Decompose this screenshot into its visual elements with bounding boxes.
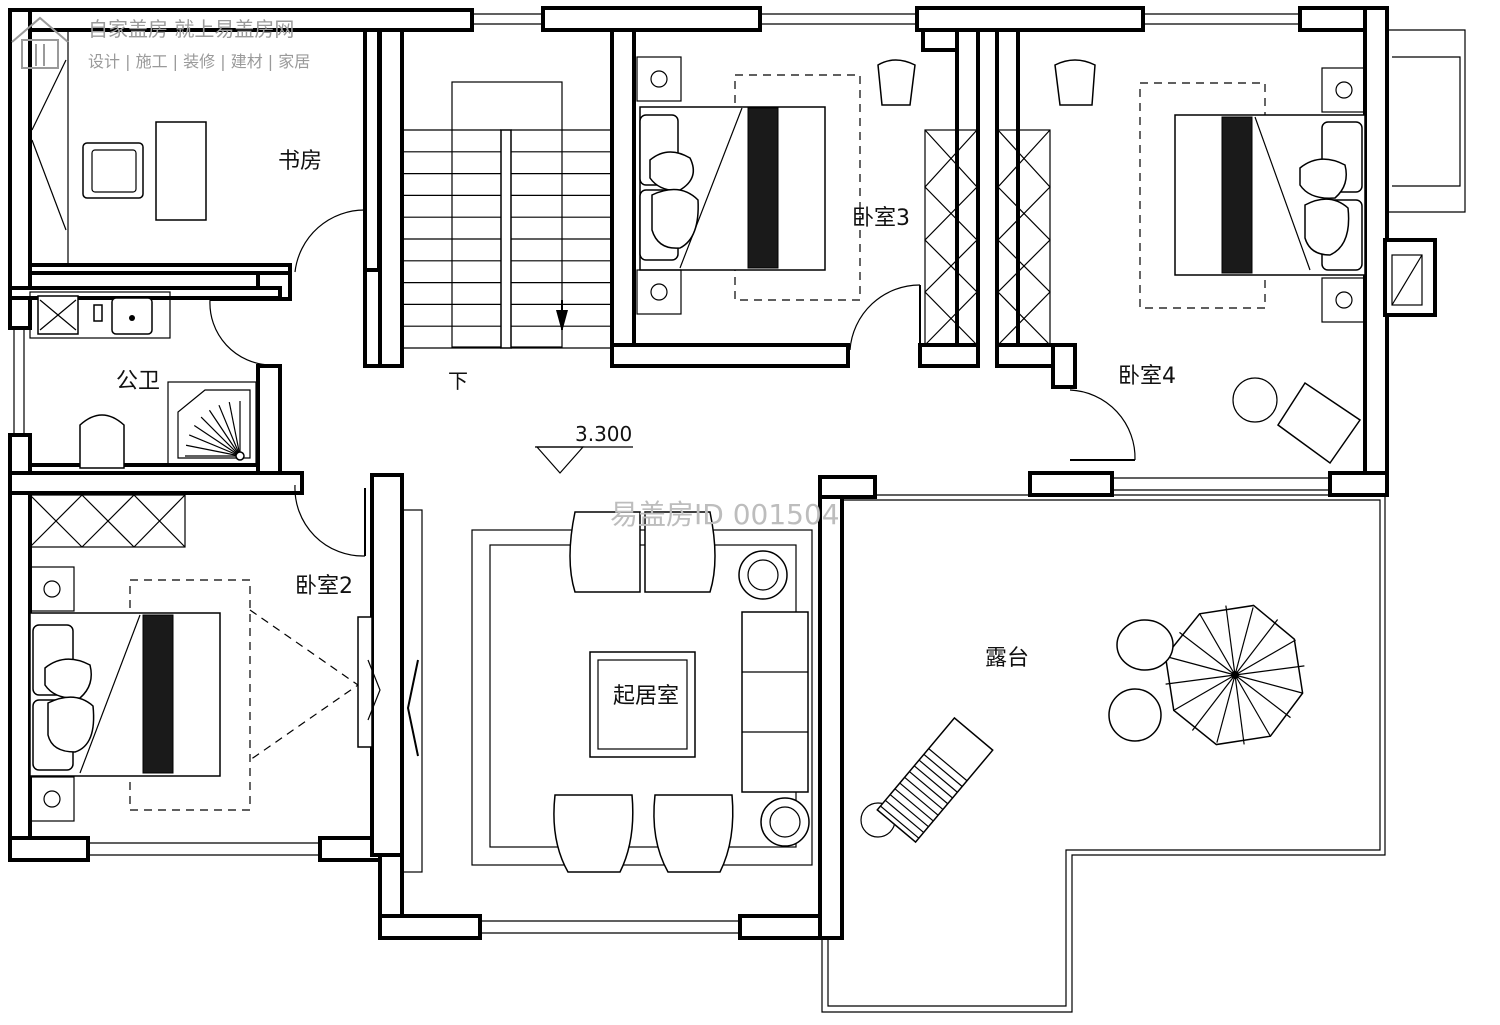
- umbrella-rib: [1174, 674, 1236, 711]
- room-label-bedroom4: 卧室4: [1118, 364, 1176, 389]
- terrace-furniture: [860, 604, 1305, 844]
- lounger-slat: [909, 771, 949, 805]
- umbrella-rib: [1234, 674, 1291, 719]
- room-label-bedroom2: 卧室2: [295, 574, 353, 599]
- exterior-walls: [8, 6, 1389, 940]
- lounger-slat: [880, 805, 920, 839]
- umbrella-rib: [1191, 674, 1236, 731]
- study-furniture: [29, 29, 207, 266]
- shower-ray: [185, 444, 241, 457]
- living-room-furniture: [471, 511, 813, 873]
- umbrella-rib: [1225, 605, 1236, 676]
- umbrella-rib: [1199, 614, 1236, 676]
- watermark-services: 设计 | 施工 | 装修 | 建材 | 家居: [88, 52, 310, 71]
- umbrella-rib: [1216, 674, 1236, 743]
- room-label-study: 书房: [278, 149, 322, 174]
- watermark-id: 易盖房ID 001504: [610, 498, 840, 531]
- room-label-bedroom3: 卧室3: [852, 206, 910, 231]
- level-mark: [535, 446, 633, 474]
- shower-ray: [188, 434, 241, 457]
- lounger-slat: [928, 748, 968, 782]
- umbrella-rib: [1167, 656, 1236, 676]
- lounger-slat: [894, 788, 934, 822]
- bedroom2-furniture: [29, 494, 423, 873]
- lounger-slat: [923, 753, 963, 787]
- door-swings: [209, 209, 1136, 557]
- umbrella-rib: [1234, 674, 1271, 736]
- site-logo-icon: [11, 16, 69, 69]
- level-mark-text: 3.300: [575, 422, 632, 446]
- lounger-slat: [918, 759, 958, 793]
- room-label-bathroom: 公卫: [116, 369, 160, 394]
- stair-label: 下: [448, 369, 468, 393]
- balcony-right: [1387, 29, 1466, 306]
- umbrella-rib: [1234, 665, 1305, 676]
- shower-ray: [228, 401, 241, 457]
- umbrella-rib: [1234, 674, 1303, 694]
- bedroom4-furniture: [1054, 59, 1367, 465]
- interior-walls: [8, 28, 1437, 857]
- bedroom3-furniture: [636, 56, 916, 315]
- room-label-terrace: 露台: [985, 646, 1029, 671]
- shower-ray: [200, 416, 241, 457]
- umbrella-rib: [1234, 619, 1279, 676]
- umbrella-rib: [1234, 674, 1245, 745]
- shower-ray: [193, 424, 241, 457]
- lounger-slat: [899, 782, 939, 816]
- terrace-outline: [821, 494, 1386, 1013]
- lounger-slat: [913, 765, 953, 799]
- lounger-slat: [889, 794, 929, 828]
- wardrobe-closets: [924, 129, 1051, 346]
- umbrella-rib: [1165, 674, 1236, 685]
- umbrella-rib: [1234, 607, 1254, 676]
- bathroom-fixtures: [29, 291, 257, 469]
- room-label-living: 起居室: [613, 684, 679, 709]
- umbrella-rib: [1179, 631, 1236, 676]
- shower-ray: [218, 404, 241, 457]
- shower-ray: [208, 409, 241, 457]
- staircase: [402, 81, 612, 349]
- lounger-slat: [884, 799, 925, 833]
- umbrella-rib: [1234, 639, 1296, 676]
- lounger-slat: [904, 776, 944, 810]
- watermark-slogan: 自家盖房 就上易盖房网: [88, 17, 294, 41]
